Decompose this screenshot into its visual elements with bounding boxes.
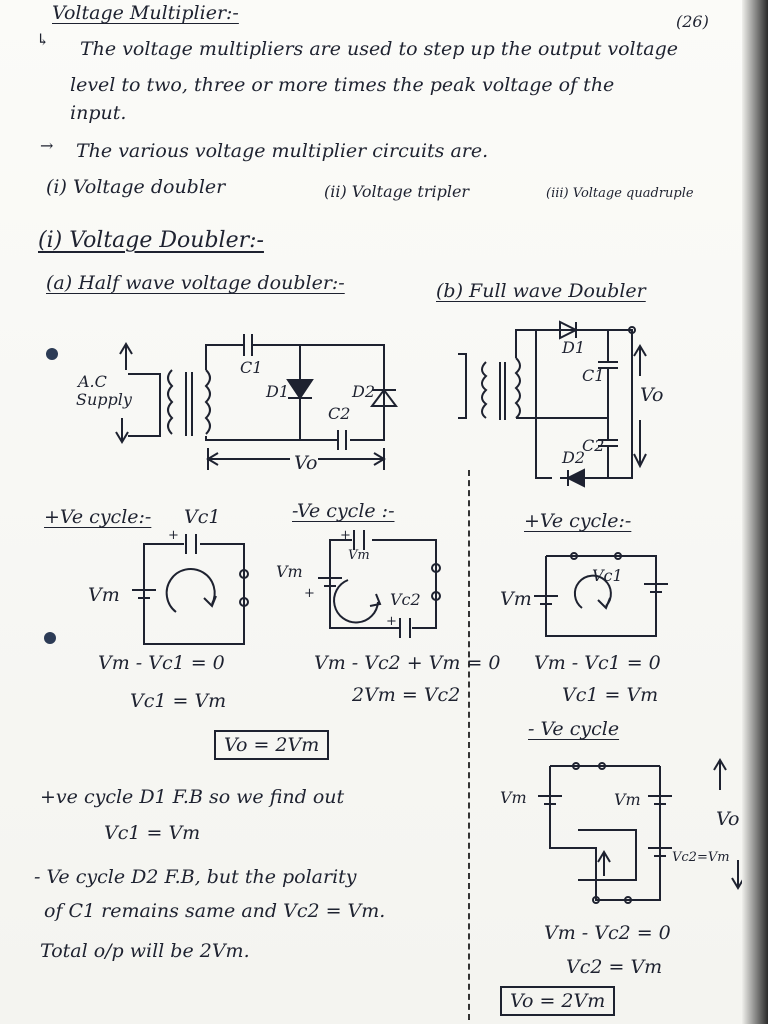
type-tripler: (ii) Voltage tripler (324, 182, 470, 201)
hw-pos-eq-1: Vm - Vc1 = 0 (98, 652, 225, 674)
plus-sign: + (340, 528, 351, 543)
hw-pos-vc1-label: Vc1 (184, 506, 221, 528)
type-quadruple: (iii) Voltage quadruple (546, 186, 694, 201)
punch-hole (44, 632, 56, 644)
fw-d1-label: D1 (562, 338, 586, 357)
fw-neg-vo-label: Vo (716, 808, 740, 830)
plus-sign: + (386, 614, 397, 629)
types-intro: The various voltage multiplier circuits … (76, 140, 489, 162)
subheading-half-wave: (a) Half wave voltage doubler:- (46, 272, 345, 294)
hw-neg-eq-1: Vm - Vc2 + Vm = 0 (314, 652, 501, 674)
fw-c2-label: C2 (582, 436, 605, 455)
note-2-line-b: of C1 remains same and Vc2 = Vm. (44, 900, 386, 922)
supply-label: Supply (76, 390, 132, 409)
note-3: Total o/p will be 2Vm. (40, 940, 250, 962)
hw-result-box: Vo = 2Vm (214, 730, 330, 760)
hw-neg-eq-2: 2Vm = Vc2 (352, 684, 461, 706)
fw-neg-eq-2: Vc2 = Vm (566, 956, 663, 978)
page-edge-shadow (742, 0, 768, 1024)
fw-pos-eq-1: Vm - Vc1 = 0 (534, 652, 661, 674)
fw-neg-vm-cap: Vm (614, 790, 641, 809)
hw-pos-eq-2: Vc1 = Vm (130, 690, 227, 712)
note-1-line-a: +ve cycle D1 F.B so we find out (40, 786, 345, 808)
page-number: (26) (676, 12, 709, 31)
intro-line-1: The voltage multipliers are used to step… (80, 38, 678, 60)
hw-pos-cycle-heading: +Ve cycle:- (44, 506, 152, 528)
hw-neg-vc2-label: Vc2 (390, 590, 421, 609)
fw-c1-label: C1 (582, 366, 605, 385)
fw-pos-eq-2: Vc1 = Vm (562, 684, 659, 706)
hw-neg-cycle-heading: -Ve cycle :- (292, 500, 395, 522)
intro-line-3: input. (70, 102, 127, 124)
fw-neg-cycle-heading: - Ve cycle (528, 718, 620, 740)
d2-label: D2 (352, 382, 376, 401)
fw-pos-cycle-heading: +Ve cycle:- (524, 510, 632, 532)
page-title: Voltage Multiplier:- (52, 2, 239, 24)
plus-sign: + (304, 586, 315, 601)
fw-pos-vc1-label: Vc1 (592, 566, 623, 585)
vo-label: Vo (294, 452, 318, 474)
fw-vo-label: Vo (640, 384, 664, 406)
type-doubler: (i) Voltage doubler (46, 176, 226, 198)
note-2-line-a: - Ve cycle D2 F.B, but the polarity (34, 866, 357, 888)
hw-pos-vm-label: Vm (88, 584, 120, 606)
arrow-icon: ↳ (36, 30, 50, 49)
column-divider (468, 470, 470, 1020)
ac-label: A.C (78, 372, 107, 391)
fw-pos-vm-label: Vm (500, 588, 532, 610)
fw-result-box: Vo = 2Vm (500, 986, 616, 1016)
c1-label: C1 (240, 358, 263, 377)
fw-d2-label: D2 (562, 448, 586, 467)
plus-sign: + (168, 528, 179, 543)
subheading-full-wave: (b) Full wave Doubler (436, 280, 646, 302)
punch-hole (46, 348, 58, 360)
hw-neg-vm-top: Vm (348, 548, 370, 563)
section-heading: (i) Voltage Doubler:- (38, 228, 264, 253)
d1-label: D1 (266, 382, 290, 401)
intro-line-2: level to two, three or more times the pe… (70, 74, 615, 96)
fw-neg-vc2-label: Vc2=Vm (672, 850, 730, 865)
arrow-icon: → (40, 136, 54, 155)
note-1-line-b: Vc1 = Vm (104, 822, 201, 844)
fw-neg-vm-left: Vm (500, 788, 527, 807)
hw-neg-vm-left: Vm (276, 562, 303, 581)
fw-neg-eq-1: Vm - Vc2 = 0 (544, 922, 671, 944)
c2-label: C2 (328, 404, 351, 423)
